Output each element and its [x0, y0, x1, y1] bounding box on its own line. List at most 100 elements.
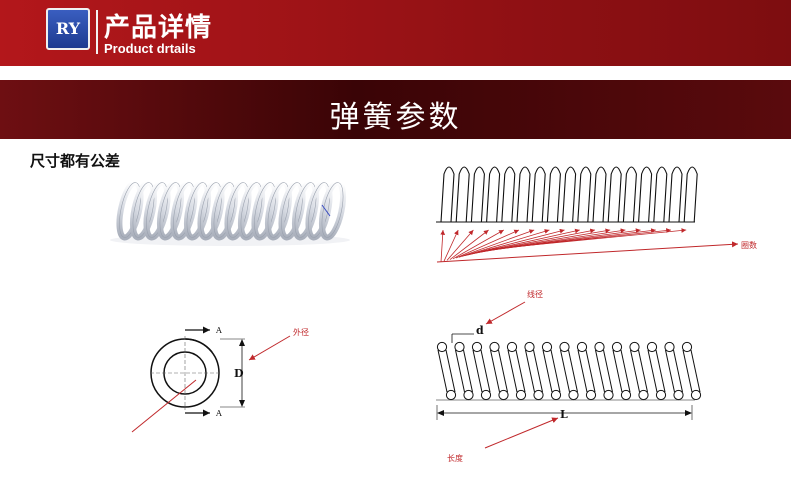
- coil-loop: [531, 166, 546, 223]
- coil-loop: [486, 166, 501, 223]
- wire-cross-section: [550, 389, 562, 401]
- spring-coil-edge: [200, 182, 222, 238]
- coil-wire: [665, 349, 675, 393]
- tolerance-note: 尺寸都有公差: [30, 152, 121, 170]
- spring-coil-edge: [227, 182, 249, 238]
- coil-wire: [603, 349, 613, 393]
- wire-cross-section: [480, 389, 492, 401]
- coil-wire: [550, 349, 561, 393]
- coil-loop: [592, 166, 607, 223]
- coil-count-arrow: [449, 229, 489, 260]
- wire-cross-section: [594, 341, 605, 353]
- wire-cross-section: [559, 341, 570, 353]
- coil-wire: [507, 349, 518, 393]
- coil-wire: [455, 349, 465, 393]
- coil-loop: [470, 166, 485, 223]
- length-symbol: L: [560, 408, 568, 421]
- wire-cross-section: [541, 341, 553, 353]
- coil-loop: [440, 166, 455, 223]
- coil-count-label: 圈数: [741, 240, 757, 250]
- coil-wire: [525, 349, 535, 393]
- wire-cross-section: [463, 389, 474, 401]
- spring-coil-edge: [173, 182, 195, 238]
- wire-cross-section: [489, 341, 500, 353]
- wire-cross-section: [655, 389, 667, 401]
- wire-cross-section: [638, 389, 649, 401]
- coil-loop: [516, 166, 531, 223]
- coil-wire: [638, 349, 648, 393]
- coil-wire: [673, 349, 683, 393]
- spring-coil-edge: [186, 182, 209, 238]
- wire-cross-section: [603, 389, 614, 401]
- coil-wire: [445, 349, 456, 393]
- coil-wire: [568, 349, 578, 393]
- coil-wire: [682, 349, 693, 393]
- section-mark-bottom: A: [215, 409, 222, 418]
- page-subtitle: Product drtails: [104, 41, 196, 56]
- coil-count-arrow: [452, 229, 504, 260]
- spring-coil-edge: [281, 182, 303, 238]
- wire-diameter-label: 线径: [527, 289, 543, 299]
- spring-coil-edge: [213, 182, 236, 238]
- coil-loop: [546, 166, 561, 223]
- coil-count-arrow: [461, 229, 550, 257]
- coil-loop: [501, 166, 516, 223]
- coil-count-arrow: [488, 228, 687, 250]
- wire-cross-section: [515, 389, 527, 401]
- coil-wire: [560, 349, 570, 393]
- wire-diameter-symbol: d: [476, 324, 484, 337]
- coil-wire: [630, 349, 640, 393]
- coil-count-arrow: [440, 229, 446, 263]
- coil-wire: [655, 349, 666, 393]
- wire-cross-section: [664, 341, 675, 353]
- spring-coil-edge: [240, 182, 263, 238]
- coil-wire: [437, 349, 448, 393]
- wire-cross-section: [471, 341, 483, 353]
- spring-coil-edge: [294, 182, 317, 238]
- coil-count-arrow: [458, 229, 535, 258]
- coil-loop: [577, 166, 592, 223]
- coil-wire: [480, 349, 491, 393]
- wire-cross-section: [681, 341, 693, 353]
- coil-wire: [620, 349, 631, 393]
- outer-diameter-diagram: A A D 外径: [131, 326, 309, 433]
- spring-coil-edge: [254, 182, 276, 238]
- wire-cross-section: [498, 389, 509, 401]
- coil-wire: [490, 349, 500, 393]
- ry-logo: RY: [46, 8, 90, 50]
- coil-count-arrow: [446, 229, 474, 261]
- coil-wire: [577, 349, 588, 393]
- spring-coil-edge: [132, 182, 155, 238]
- outer-diameter-symbol: D: [234, 367, 244, 380]
- coil-loop: [607, 166, 622, 223]
- coil-wire: [585, 349, 596, 393]
- section-bar: 弹簧参数: [0, 80, 791, 139]
- spring-coil-edge: [267, 182, 290, 238]
- section-mark-top: A: [215, 326, 222, 335]
- wire-cross-section: [436, 341, 448, 353]
- wire-cross-section: [673, 389, 684, 401]
- wire-cross-section: [611, 341, 623, 353]
- coil-wire: [542, 349, 553, 393]
- wire-cross-section: [533, 389, 544, 401]
- coil-wire: [515, 349, 526, 393]
- wire-cross-section: [445, 389, 457, 401]
- outer-diameter-label: 外径: [293, 327, 309, 337]
- spring-3d-render: [110, 179, 350, 246]
- wire-cross-section: [690, 389, 702, 401]
- spring-coil-edge: [119, 182, 141, 238]
- coil-wire: [647, 349, 658, 393]
- wire-cross-section: [506, 341, 518, 353]
- section-title: 弹簧参数: [329, 100, 462, 135]
- coil-loop: [562, 166, 577, 223]
- wire-cross-section: [454, 341, 465, 353]
- spring-coil-edge: [159, 182, 182, 238]
- wire-cross-section: [620, 389, 632, 401]
- coil-loop: [668, 166, 683, 223]
- wire-cross-section: [576, 341, 588, 353]
- coil-wire: [612, 349, 623, 393]
- coil-loop: [653, 166, 668, 223]
- coil-loop: [455, 166, 470, 223]
- length-label: 长度: [447, 453, 463, 463]
